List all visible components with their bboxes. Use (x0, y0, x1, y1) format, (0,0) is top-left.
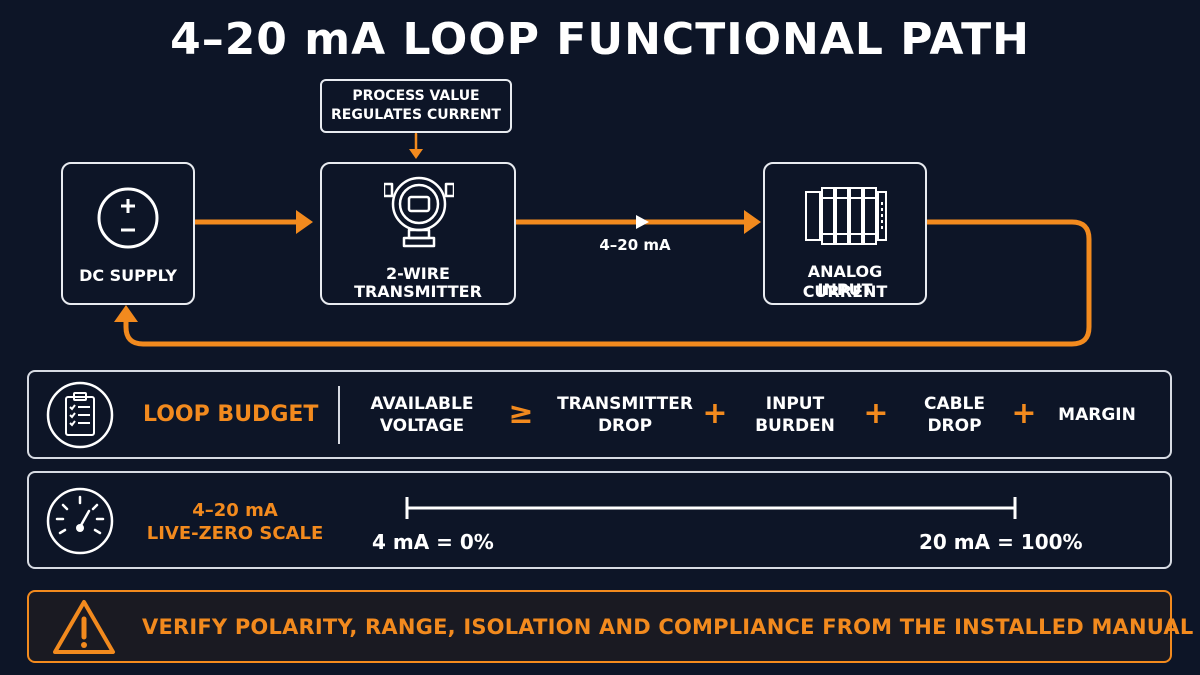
budget-term-line-1: AVAILABLE (370, 394, 474, 414)
scale-high-label: 20 mA = 100% (919, 530, 1083, 554)
scale-heading-line-2: LIVE-ZERO SCALE (146, 523, 324, 544)
loop-budget-heading: LOOP BUDGET (143, 402, 319, 427)
clipboard-checklist-icon (46, 381, 114, 449)
budget-term-line-1: TRANSMITTER (557, 394, 693, 414)
operator-plus-1: + (702, 396, 728, 431)
dc-source-icon (97, 187, 159, 249)
budget-term-line-1: INPUT (765, 394, 825, 414)
transmitter-label-line-1: 2-WIRE (386, 264, 450, 283)
analog-input-label-line-1: ANALOG CURRENT (802, 262, 888, 301)
budget-term-line-2: DROP (927, 416, 982, 436)
wire-return-loop (123, 219, 1092, 347)
arrowhead-to-supply (114, 305, 138, 322)
budget-term-line-2: DROP (597, 416, 653, 436)
budget-term-transmitter-drop: TRANSMITTER DROP (555, 393, 695, 437)
budget-term-input-burden: INPUT BURDEN (735, 393, 855, 437)
budget-term-available-voltage: AVAILABLE VOLTAGE (357, 393, 487, 437)
gauge-icon (46, 487, 114, 555)
transmitter-node: 2-WIRE TRANSMITTER (320, 162, 516, 305)
operator-plus-3: + (1011, 396, 1037, 431)
transmitter-icon (384, 176, 454, 248)
arrowhead-to-transmitter (296, 210, 313, 234)
arrowhead-callout (409, 149, 423, 159)
scale-low-label: 4 mA = 0% (372, 530, 494, 554)
analog-input-node: ANALOG CURRENT INPUT (763, 162, 927, 305)
analog-input-label-line-2: INPUT (817, 280, 873, 299)
panel-divider (338, 386, 340, 444)
process-value-callout: PROCESS VALUE REGULATES CURRENT (320, 79, 512, 133)
warning-banner: VERIFY POLARITY, RANGE, ISOLATION AND CO… (27, 590, 1193, 663)
operator-plus-2: + (863, 396, 889, 431)
signal-label: 4–20 mA (599, 236, 671, 254)
operator-greater-equal: ≥ (508, 396, 534, 431)
live-zero-scale-panel: 4–20 mA LIVE-ZERO SCALE 4 mA = 0% 20 mA … (27, 471, 1172, 569)
warning-triangle-icon (53, 600, 115, 654)
loop-budget-panel: LOOP BUDGET AVAILABLE VOLTAGE ≥ TRANSMIT… (27, 370, 1172, 459)
transmitter-label-line-2: TRANSMITTER (354, 282, 482, 301)
scale-heading: 4–20 mA LIVE-ZERO SCALE (135, 499, 335, 545)
budget-term-line-1: CABLE (923, 394, 986, 414)
arrowhead-to-input (744, 210, 761, 234)
budget-term-margin: MARGIN (1058, 405, 1136, 425)
page-title: 4–20 mA LOOP FUNCTIONAL PATH (170, 14, 1030, 65)
warning-text: VERIFY POLARITY, RANGE, ISOLATION AND CO… (142, 615, 1194, 639)
dc-supply-label: DC SUPPLY (79, 266, 177, 285)
callout-line-1: PROCESS VALUE (352, 88, 480, 104)
dc-supply-node: DC SUPPLY (61, 162, 195, 305)
scale-heading-line-1: 4–20 mA (192, 500, 278, 521)
current-direction-marker (636, 215, 649, 229)
budget-term-cable-drop: CABLE DROP (897, 393, 1012, 437)
budget-term-line-2: VOLTAGE (379, 416, 465, 436)
budget-term-line-2: BURDEN (755, 416, 835, 436)
callout-line-2: REGULATES CURRENT (331, 107, 501, 123)
io-module-icon (805, 187, 887, 245)
scale-bar (405, 497, 1017, 519)
